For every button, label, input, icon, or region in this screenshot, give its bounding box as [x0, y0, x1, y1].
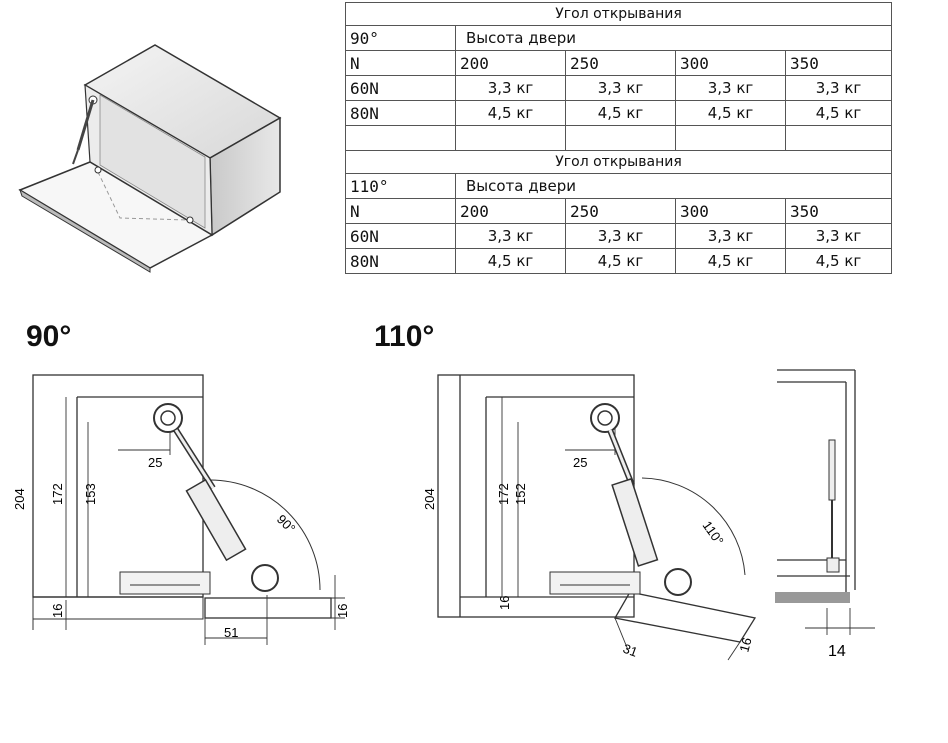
table-title-row: Угол открывания: [344, 150, 893, 174]
table-spacer-row: [345, 125, 893, 151]
opening-angle: 90°: [345, 25, 456, 51]
weight-cell: 3,3 кг: [784, 75, 893, 101]
dim-depth: 31: [621, 641, 640, 660]
dim-bottom: 16: [497, 596, 512, 610]
dim-offset: 25: [148, 455, 162, 470]
specification-table: Угол открывания 90° Высота двери N 200 2…: [344, 2, 893, 274]
technical-drawing-90: 204 172 153 25 16 16 51 90°: [12, 374, 350, 645]
height-value: 350: [784, 50, 893, 76]
weight-cell: 4,5 кг: [675, 248, 786, 274]
force-header: N: [345, 198, 456, 224]
height-value: 350: [784, 198, 893, 224]
cabinet-body: [83, 44, 282, 237]
height-value: 250: [565, 50, 676, 76]
dim-total-height: 204: [12, 488, 27, 510]
opening-angle: 110°: [345, 173, 456, 199]
weight-cell: 4,5 кг: [565, 100, 676, 126]
weight-cell: 4,5 кг: [455, 100, 566, 126]
force-value: 60N: [345, 223, 456, 249]
dim-bottom: 16: [50, 604, 65, 618]
gas-strut-side: [826, 439, 840, 573]
table-row: 80N 4,5 кг 4,5 кг 4,5 кг 4,5 кг: [345, 100, 893, 126]
dim-stay-height: 153: [83, 483, 98, 505]
dim-side-width: 14: [828, 643, 846, 660]
dim-inner-height: 172: [50, 483, 65, 505]
height-value: 250: [565, 198, 676, 224]
angle-label: 90°: [274, 512, 299, 537]
height-value: 200: [455, 198, 566, 224]
weight-cell: 3,3 кг: [675, 75, 786, 101]
weight-cell: 3,3 кг: [455, 75, 566, 101]
weight-cell: 4,5 кг: [784, 248, 893, 274]
dim-door-thickness: 16: [736, 636, 754, 654]
gas-strut: [119, 403, 279, 595]
table-row: 110° Высота двери: [345, 173, 893, 199]
cabinet-door: [18, 161, 214, 273]
weight-cell: 3,3 кг: [565, 223, 676, 249]
force-value: 80N: [345, 248, 456, 274]
gas-strut: [549, 403, 692, 596]
force-header: N: [345, 50, 456, 76]
weight-cell: 3,3 кг: [784, 223, 893, 249]
dim-offset: 25: [573, 455, 587, 470]
dim-inner-height: 172: [496, 483, 511, 505]
table-row: 80N 4,5 кг 4,5 кг 4,5 кг 4,5 кг: [345, 248, 893, 274]
table-row: 60N 3,3 кг 3,3 кг 3,3 кг 3,3 кг: [345, 223, 893, 249]
weight-cell: 4,5 кг: [784, 100, 893, 126]
angle-label: 110°: [700, 518, 727, 548]
section-title: Угол открывания: [344, 2, 893, 26]
force-value: 80N: [345, 100, 456, 126]
gas-stay-mechanism: [72, 95, 194, 224]
side-view-drawing: 14: [775, 369, 875, 660]
weight-cell: 3,3 кг: [565, 75, 676, 101]
heading-90: 90°: [26, 320, 72, 353]
table-row: 60N 3,3 кг 3,3 кг 3,3 кг 3,3 кг: [345, 75, 893, 101]
door-height-label: Высота двери: [454, 25, 893, 51]
weight-cell: 3,3 кг: [675, 223, 786, 249]
table-row: 90° Высота двери: [345, 25, 893, 51]
angle-arc: [641, 477, 746, 576]
weight-cell: 4,5 кг: [455, 248, 566, 274]
height-value: 300: [675, 198, 786, 224]
dim-depth: 51: [224, 625, 238, 640]
angle-arc: [209, 479, 321, 591]
table-row: N 200 250 300 350: [345, 50, 893, 76]
weight-cell: 4,5 кг: [675, 100, 786, 126]
height-value: 300: [675, 50, 786, 76]
weight-cell: 3,3 кг: [455, 223, 566, 249]
height-value: 200: [455, 50, 566, 76]
dim-total-height: 204: [422, 488, 437, 510]
technical-drawing-110: 204 172 152 25 16 16 31 110°: [422, 374, 757, 661]
cabinet-illustration: [18, 44, 282, 273]
door-height-label: Высота двери: [454, 173, 893, 199]
heading-110: 110°: [374, 320, 435, 353]
weight-cell: 4,5 кг: [565, 248, 676, 274]
force-value: 60N: [345, 75, 456, 101]
dim-door-thickness: 16: [335, 604, 350, 618]
section-title: Угол открывания: [344, 150, 893, 174]
dim-stay-height: 152: [513, 483, 528, 505]
table-title-row: Угол открывания: [344, 2, 893, 26]
table-row: N 200 250 300 350: [345, 198, 893, 224]
